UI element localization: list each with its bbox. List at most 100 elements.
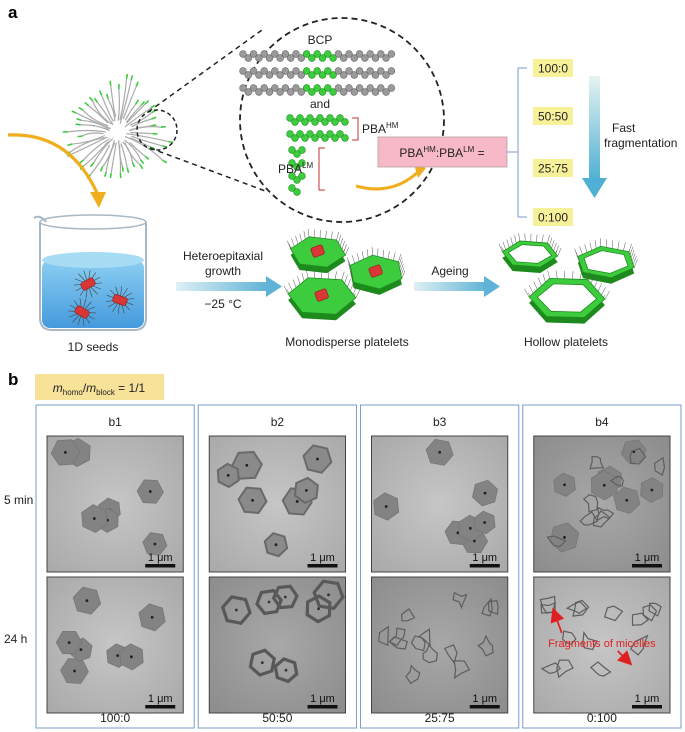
tem-seed-dot — [226, 474, 230, 477]
micelle-corona-strand — [102, 140, 115, 168]
micelle-core-strand — [98, 90, 103, 96]
chain-bead — [371, 71, 380, 79]
tem-seed-dot — [317, 607, 320, 611]
chain-bead — [324, 84, 332, 92]
micelle-corona-strand — [117, 89, 120, 121]
tem-column-frame — [360, 404, 520, 729]
micelle-corona-strand — [129, 112, 152, 126]
chain-bead — [329, 54, 337, 62]
chain-bead — [287, 54, 295, 62]
tem-column-ratio: 25:75 — [425, 711, 455, 725]
micelle-corona-strand — [126, 103, 146, 124]
tem-ring — [312, 579, 345, 611]
tem-seed-dot — [650, 488, 654, 492]
chain-bead — [276, 88, 284, 96]
tem-seed-dot — [85, 599, 89, 603]
micelle-core-strand — [109, 80, 112, 86]
tem-image: 1 μm — [46, 576, 184, 714]
tem-fragment — [582, 493, 599, 513]
micelle-core-strand — [168, 140, 174, 144]
chain-bead — [311, 134, 319, 142]
ageing-label: Ageing — [431, 264, 468, 278]
temperature-label: −25 °C — [204, 297, 241, 311]
micelle-corona-strand — [130, 132, 153, 135]
ratio-box — [533, 59, 573, 77]
micelle-core-strand — [131, 162, 136, 168]
chain-bead — [329, 71, 337, 79]
micelle-core-strand — [109, 172, 112, 179]
chain-bead — [366, 67, 374, 75]
row-label-5min: 5 min — [4, 493, 33, 507]
chain-bead — [336, 130, 344, 138]
chain-bead — [345, 50, 353, 58]
growth-label-2: growth — [205, 264, 241, 278]
pba-chains — [286, 114, 349, 196]
tem-seed-dot — [234, 608, 238, 612]
scale-bar-label: 1 μm — [148, 552, 173, 564]
tem-fragment — [592, 510, 611, 528]
fragments-label: Fragments of micelles — [548, 638, 656, 650]
platelet-hole — [536, 283, 598, 313]
ratio-box — [533, 159, 573, 177]
micelle-corona-strand — [82, 109, 109, 127]
chain-bead — [366, 84, 374, 92]
chain-bead — [249, 50, 258, 58]
chain-bead — [318, 71, 327, 79]
tem-column-frame — [35, 404, 195, 729]
chain-bead — [350, 88, 358, 96]
chain-bead — [271, 84, 279, 92]
micelle-core-strand — [149, 146, 156, 150]
micelle-core-strand — [150, 104, 156, 109]
micelle-core-strand — [126, 167, 130, 174]
chain-bead — [288, 172, 296, 180]
chain-bead — [308, 88, 316, 96]
micelle-core-strand — [93, 97, 99, 103]
micelle-corona-strand — [119, 78, 128, 120]
pba-lm-label: PBALM — [278, 161, 313, 176]
chain-bead — [260, 67, 268, 75]
chain-bead — [318, 88, 327, 96]
tem-fragment — [642, 604, 658, 622]
pba-hm-bracket — [352, 117, 359, 141]
mass-ratio-box — [35, 374, 164, 400]
ratio-label: 25:75 — [538, 162, 568, 176]
chain-bead — [318, 54, 327, 62]
tem-image: 1 μm — [371, 576, 509, 714]
chain-bead — [377, 84, 385, 92]
chain-bead — [308, 54, 316, 62]
tem-seed-dot — [472, 539, 476, 543]
tem-fragment — [388, 627, 406, 647]
chain-bead — [340, 54, 348, 62]
chain-bead — [255, 71, 263, 79]
ageing-arrow-head — [484, 276, 500, 297]
tem-fragment — [418, 628, 431, 647]
micelle-corona-strand — [119, 80, 132, 124]
micelle-corona-strand — [124, 139, 142, 160]
tem-column-ratio: 50:50 — [262, 711, 292, 725]
tem-image: 1 μm — [533, 576, 671, 714]
chain-bead — [265, 71, 274, 79]
chain-bead — [382, 54, 390, 62]
tem-fragment — [481, 597, 493, 617]
micelle-core-strand — [121, 166, 124, 172]
chain-bead — [265, 54, 274, 62]
scale-bar — [632, 564, 662, 568]
ratio-box — [533, 107, 573, 125]
tem-seed-dot — [130, 655, 133, 659]
tem-seed-dot — [483, 491, 487, 495]
tem-seed-dot — [625, 498, 629, 502]
chain-bead — [366, 50, 374, 58]
micelle-corona-strand — [131, 118, 152, 128]
chain-bead — [361, 54, 369, 62]
scale-bar — [307, 564, 338, 568]
micelle-core-strand — [144, 99, 150, 105]
chain-bead — [286, 130, 294, 138]
scale-bar-label: 1 μm — [148, 693, 173, 705]
micelle-corona-strand — [76, 112, 111, 130]
micelle-corona-strand — [122, 86, 137, 120]
ratio-formula-box — [377, 136, 508, 168]
tem-fragment — [452, 591, 468, 610]
chain-bead — [350, 54, 358, 62]
tem-ring — [220, 595, 252, 625]
chain-bead — [331, 118, 339, 126]
